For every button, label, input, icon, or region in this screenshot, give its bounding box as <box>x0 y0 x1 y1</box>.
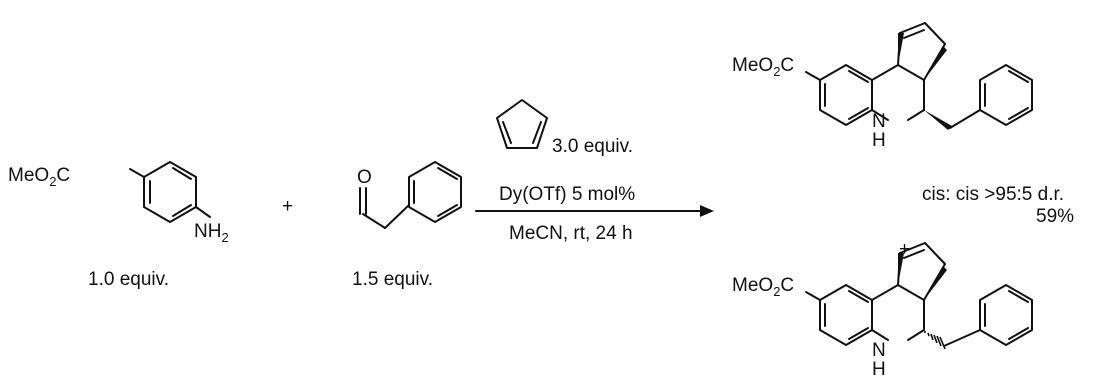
minor-nh-hydrogen-label: H <box>872 359 886 380</box>
product-major: MeO2C N H cis: cis >95:5 d.r. 59% <box>732 22 1074 227</box>
major-wedge-top <box>898 33 904 65</box>
major-nitrogen-label: N <box>872 111 886 132</box>
diene-equiv-label: 3.0 equiv. <box>552 136 633 157</box>
minor-benzyl-phenyl <box>979 284 1033 346</box>
aldehyde-phenyl-ring <box>408 161 462 223</box>
minor-nitrogen-label: N <box>872 340 886 361</box>
plus-sign-products: + <box>899 239 910 260</box>
major-nh-hydrogen-label: H <box>872 130 886 151</box>
product-minor: MeO2C N H <box>732 242 1033 380</box>
major-ester-label: MeO2C <box>732 55 794 79</box>
reactant-aldehyde: O 1.5 equiv. <box>352 161 462 290</box>
major-selectivity-label: cis: cis >95:5 d.r. <box>922 184 1064 205</box>
minor-product-core <box>819 242 946 346</box>
catalyst-label: Dy(OTf) 5 mol% <box>499 184 635 205</box>
reaction-arrow-head <box>700 205 714 217</box>
major-wedge-junction <box>924 46 947 80</box>
major-yield-label: 59% <box>1036 206 1074 227</box>
aniline-ester-label: MeO2C <box>8 165 70 189</box>
reactant-aniline: MeO2C NH2 1.0 equiv. <box>8 161 229 290</box>
solvent-label: MeCN, rt, 24 h <box>509 223 633 244</box>
aniline-equiv-label: 1.0 equiv. <box>88 269 169 290</box>
minor-wedge-junction <box>924 266 947 300</box>
aniline-benzene-ring <box>129 161 211 223</box>
major-benzyl-phenyl <box>979 64 1033 126</box>
aldehyde-equiv-label: 1.5 equiv. <box>352 269 433 290</box>
major-wedge-benzyl <box>924 110 952 130</box>
reaction-conditions: 3.0 equiv. Dy(OTf) 5 mol% MeCN, rt, 24 h <box>475 99 714 244</box>
minor-hashed-bond <box>924 331 946 350</box>
minor-ester-label: MeO2C <box>732 275 794 299</box>
major-product-core <box>819 22 946 126</box>
aniline-amine-label: NH2 <box>194 221 229 245</box>
minor-wedge-top <box>898 253 904 285</box>
aldehyde-oxygen-label: O <box>357 167 372 188</box>
cyclopentadiene-structure <box>496 99 548 149</box>
plus-sign-reactants: + <box>282 196 293 217</box>
